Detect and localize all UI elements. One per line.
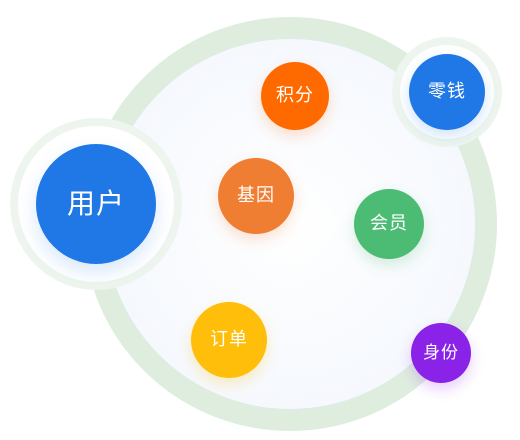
node-change[interactable]: 零钱 bbox=[409, 54, 485, 130]
node-user-label: 用户 bbox=[66, 187, 125, 220]
node-order-label: 订单 bbox=[210, 329, 248, 350]
node-gene-label: 基因 bbox=[237, 185, 275, 206]
background-disc bbox=[102, 36, 478, 412]
node-change-label: 零钱 bbox=[428, 81, 466, 102]
node-member-label: 会员 bbox=[370, 213, 408, 234]
node-member[interactable]: 会员 bbox=[354, 189, 424, 259]
node-gene[interactable]: 基因 bbox=[218, 158, 294, 234]
node-identity[interactable]: 身份 bbox=[411, 323, 471, 383]
node-points-label: 积分 bbox=[276, 85, 314, 106]
node-order[interactable]: 订单 bbox=[191, 302, 267, 378]
node-identity-label: 身份 bbox=[423, 342, 459, 363]
node-user[interactable]: 用户 bbox=[36, 144, 156, 264]
node-points[interactable]: 积分 bbox=[261, 62, 329, 130]
